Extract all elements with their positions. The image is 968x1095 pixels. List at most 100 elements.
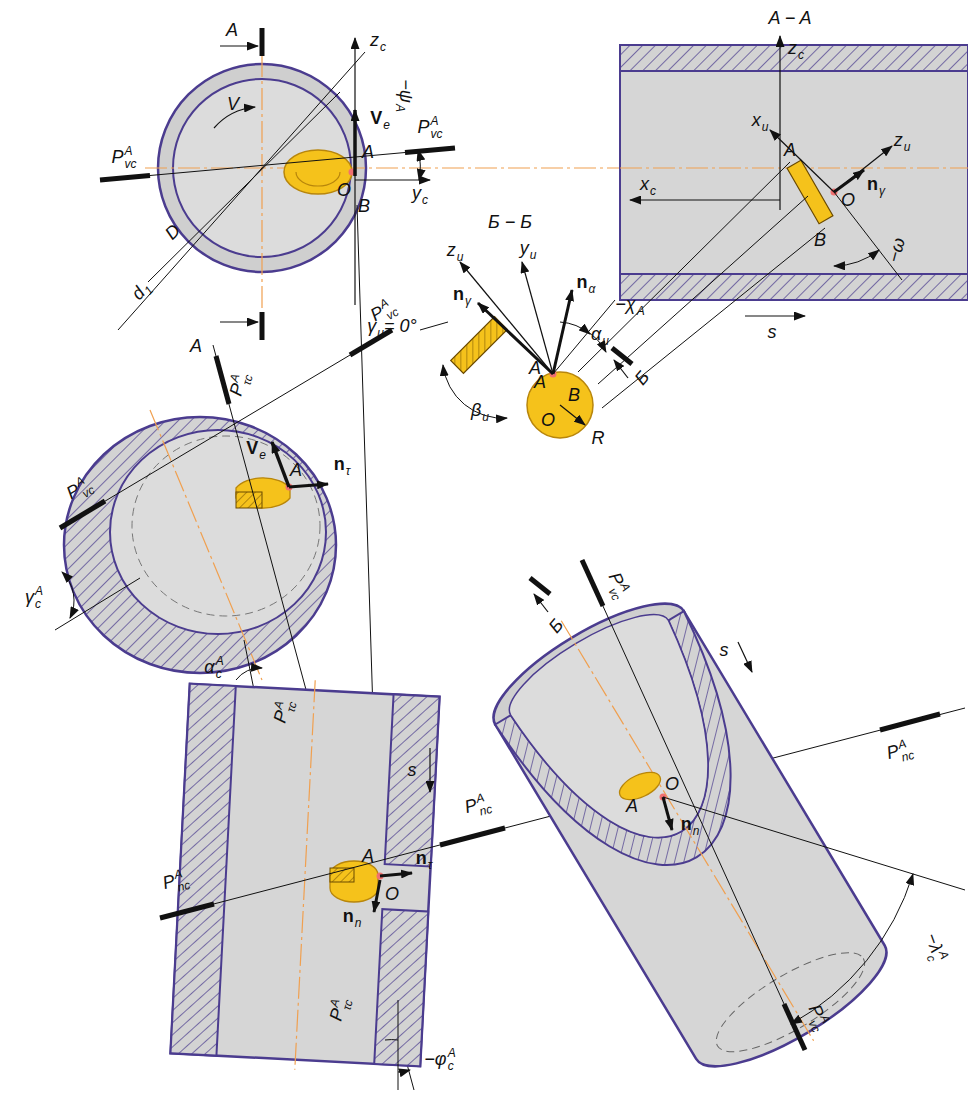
- symbol-label: B: [358, 196, 370, 216]
- label-group: zи: [894, 131, 911, 152]
- line-shape: [745, 315, 805, 316]
- label-group: Б: [545, 616, 566, 637]
- index-sub: n: [693, 825, 700, 837]
- index-sub: α: [589, 283, 596, 295]
- path-shape: [560, 322, 590, 334]
- label-group: A: [362, 143, 374, 161]
- symbol-label: z: [447, 240, 456, 260]
- symbol-label: A: [362, 142, 374, 162]
- g-shape: [467, 564, 908, 1095]
- symbol-label: c: [448, 1060, 456, 1073]
- symbol-label: n: [453, 284, 464, 304]
- label-group: O: [665, 775, 679, 793]
- label-group: A: [190, 337, 202, 355]
- index-sub: c: [650, 185, 656, 197]
- symbol-label: n: [334, 454, 345, 474]
- line-shape: [784, 1004, 805, 1050]
- symbol-label: A: [125, 145, 137, 158]
- symbol-label: e: [383, 118, 390, 132]
- line-shape: [272, 442, 289, 487]
- symbol-label: n: [416, 848, 427, 868]
- label-group: nγ: [453, 285, 471, 306]
- symbol-label: и: [530, 248, 537, 262]
- index-stack: Avc: [431, 115, 443, 140]
- line-shape: [530, 578, 550, 594]
- symbol-label: A: [448, 1047, 456, 1060]
- symbol-label: α: [589, 282, 596, 296]
- symbol-label: s: [720, 640, 729, 660]
- ellipse-shape: [64, 417, 336, 673]
- line-shape: [561, 621, 813, 1041]
- label-group: nα: [577, 273, 596, 294]
- line-shape: [60, 501, 105, 528]
- line-shape: [220, 321, 258, 322]
- label-group: O: [541, 411, 555, 429]
- line-shape: [534, 594, 548, 612]
- line-shape: [522, 262, 553, 374]
- index-stack: Ac: [35, 585, 43, 610]
- symbol-label: vc: [125, 158, 137, 171]
- label-group: Ve: [370, 109, 390, 130]
- symbol-label: A: [190, 336, 202, 356]
- label-group: nn: [343, 907, 362, 928]
- path-shape: [236, 478, 290, 508]
- label-group: Б: [631, 368, 652, 389]
- label-group: A − A: [768, 9, 811, 27]
- symbol-label: и: [904, 140, 911, 154]
- label-group: D: [161, 221, 183, 243]
- symbol-label: β: [471, 400, 481, 420]
- line-shape: [553, 300, 615, 374]
- line-shape: [220, 45, 258, 46]
- symbol-label: c: [380, 40, 386, 54]
- line-shape: [663, 797, 965, 890]
- symbol-label: P: [417, 117, 429, 137]
- rect-shape: [620, 274, 968, 300]
- index-sub: c: [422, 194, 428, 206]
- index-sub: τ: [346, 465, 351, 477]
- index-sub: A: [637, 305, 645, 317]
- line-shape: [55, 578, 140, 630]
- rect-shape: [787, 160, 833, 223]
- line-shape: [779, 36, 780, 210]
- label-group: B: [358, 197, 370, 215]
- label-group: nn: [681, 815, 700, 836]
- line-shape: [374, 880, 380, 912]
- g-shape: [170, 674, 440, 1077]
- label-group: R: [592, 429, 605, 447]
- label-group: PAτc: [325, 995, 355, 1024]
- symbol-label: B: [814, 230, 826, 250]
- rect-shape: [236, 492, 262, 508]
- line-shape: [560, 405, 585, 425]
- index-sub: e: [259, 449, 266, 461]
- symbol-label: n: [693, 824, 700, 838]
- symbol-label: −χ: [615, 294, 635, 314]
- label-group: A: [534, 373, 546, 391]
- symbol-label: и: [602, 334, 609, 348]
- rect-shape: [170, 684, 235, 1056]
- line-shape: [834, 170, 864, 192]
- circle-shape: [527, 372, 593, 438]
- label-group: O: [337, 181, 351, 199]
- symbol-label: O: [541, 410, 555, 430]
- symbol-label: −ψ: [396, 80, 416, 104]
- symbol-label: A: [362, 846, 374, 866]
- label-group: xи: [752, 111, 769, 132]
- label-group: d1: [128, 278, 156, 305]
- label-group: A: [290, 461, 302, 479]
- path-shape: [398, 1070, 410, 1072]
- index-sub: и: [482, 411, 489, 423]
- index-stack: Ac: [216, 655, 224, 680]
- symbol-label: nc: [900, 749, 916, 764]
- label-group: PAvc: [63, 473, 97, 507]
- symbol-label: Б: [545, 615, 568, 637]
- line-shape: [440, 828, 505, 845]
- symbol-label: R: [592, 428, 605, 448]
- symbol-label: D: [160, 220, 183, 243]
- symbol-label: c: [35, 598, 43, 611]
- index-sub: и: [377, 327, 384, 339]
- index-stack: Ac: [448, 1047, 456, 1072]
- symbol-label: c: [924, 954, 939, 966]
- symbol-label: O: [337, 180, 351, 200]
- line-shape: [663, 797, 672, 830]
- index-sub: и: [530, 249, 537, 261]
